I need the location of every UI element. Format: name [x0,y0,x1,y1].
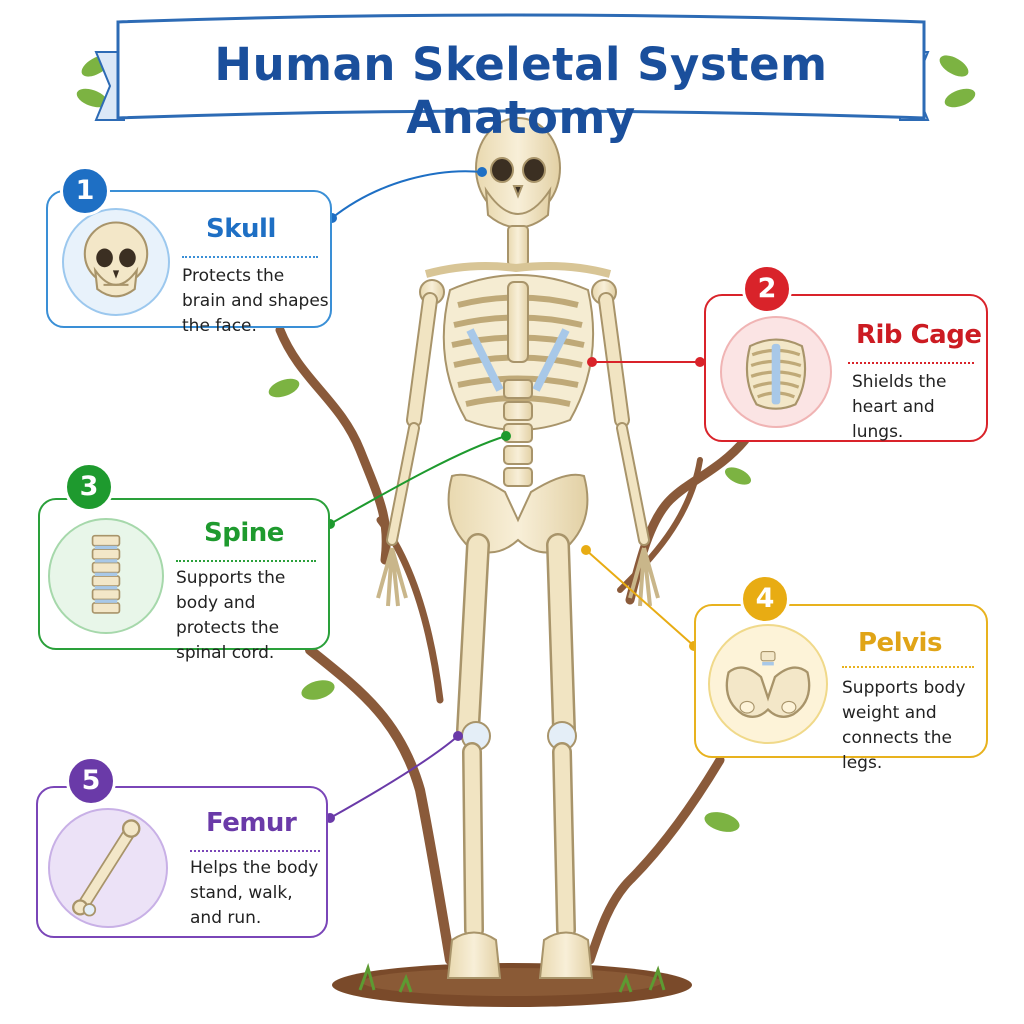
callout-title: Femur [206,808,297,838]
callout-title: Spine [204,518,284,548]
skeleton [376,117,660,979]
skull-thumbnail [62,208,170,316]
femur-thumbnail [48,808,168,928]
callout-description: Supports the body and protects the spina… [176,568,286,663]
title-ribbon [94,13,930,121]
divider [190,850,320,852]
femur-icon [72,819,141,917]
callout-card-femur: Femur Helps the body stand, walk, and ru… [36,786,328,938]
callout-description: Supports body weight and connects the le… [842,678,966,773]
leaf-icons [76,55,976,832]
divider [842,666,974,668]
ground [332,963,692,1007]
callout-card-spine: Spine Supports the body and protects the… [38,498,330,663]
callout-description: Helps the body stand, walk, and run. [190,858,319,928]
rib-cage-icon [745,338,807,410]
title-banner: Human Skeletal System Anatomy [118,16,924,144]
spine-thumbnail [48,518,164,634]
pelvis-thumbnail [708,624,828,744]
number-badge-3: 3 [64,462,114,512]
callout-description: Protects the brain and shapes the face. [182,266,329,336]
callout-card-skull: Skull Protects the brain and shapes the … [46,190,332,336]
number-badge-2: 2 [742,264,792,314]
callout-title: Skull [206,214,276,244]
number-badge-5: 5 [66,756,116,806]
callout-card-pelvis: Pelvis Supports body weight and connects… [694,604,988,773]
divider [182,256,318,258]
skull-icon [83,221,149,298]
divider [176,560,316,562]
pelvis-icon [725,650,811,718]
spine-icon [91,534,121,614]
callout-title: Pelvis [858,628,942,658]
divider [848,362,974,364]
page-title: Human Skeletal System Anatomy [214,38,828,144]
callout-card-rib-cage: Rib Cage Shields the heart and lungs. [704,294,988,442]
rib-cage-thumbnail [720,316,832,428]
number-badge-1: 1 [60,166,110,216]
callout-title: Rib Cage [856,320,982,350]
callout-description: Shields the heart and lungs. [852,372,947,442]
number-badge-4: 4 [740,574,790,624]
spine-vertebrae [503,379,533,487]
